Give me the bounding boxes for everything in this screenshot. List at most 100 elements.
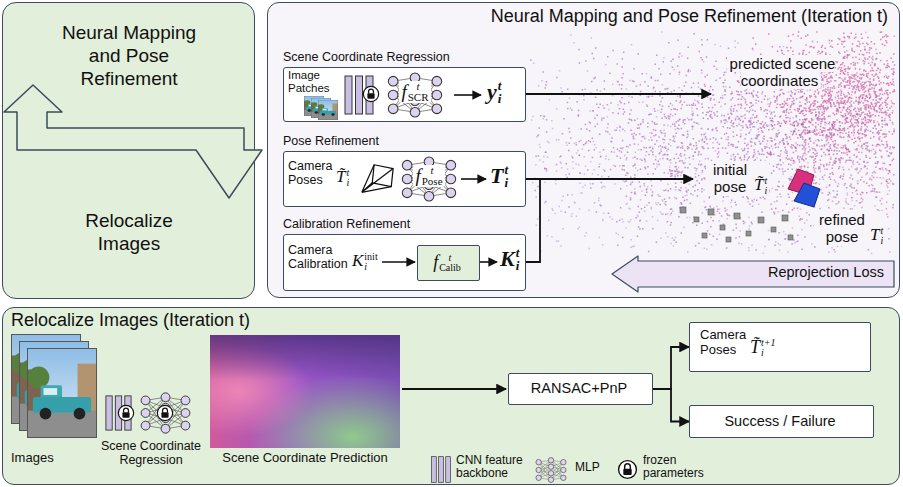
section-heading: Calibration Refinement — [283, 217, 410, 231]
math-subscript: i — [498, 92, 502, 105]
input-label: Image Patches — [288, 69, 330, 94]
math-indices: initi — [364, 252, 377, 272]
math-indices: t+1i — [761, 338, 776, 358]
connector — [653, 347, 689, 389]
caption-label-holder: Scene Coordinate Regression — [95, 439, 207, 468]
caption-label: Scene Coordinate Regression — [101, 439, 201, 467]
math-symbol: y — [487, 80, 497, 104]
math-superscript: t — [439, 253, 461, 263]
output-label: Success / Failure — [724, 413, 835, 429]
math-expression: T̃ti — [336, 168, 349, 188]
math-superscript: t+1 — [761, 338, 776, 348]
math-superscript: t — [498, 79, 502, 92]
math-expression: Tti — [490, 163, 508, 189]
math-subscript: Calib — [439, 263, 461, 273]
math-expression: ftPose — [413, 165, 444, 187]
section-heading-holder: Pose Refinement — [283, 134, 379, 148]
annotation: refined pose — [816, 211, 868, 246]
image-patch — [318, 100, 338, 120]
math-subscript: i — [764, 186, 767, 196]
math-superscript: t — [346, 168, 349, 178]
panel-heading: Neural Mapping and Pose Refinement — [62, 22, 196, 89]
math-expression: Tti — [870, 226, 883, 246]
camera-cubes — [680, 207, 793, 242]
panel-heading-holder: Neural Mapping and Pose Refinement — [54, 21, 204, 91]
panel-title: Relocalize Images (Iteration t) — [11, 310, 250, 330]
input-label: Camera Poses — [288, 159, 334, 188]
cnn-icon — [106, 396, 131, 430]
math-indices: ti — [880, 226, 883, 246]
connector — [653, 389, 689, 422]
math-expression: T̃ti — [754, 176, 767, 196]
math-indices: ti — [346, 168, 349, 188]
image-patch — [304, 96, 324, 116]
output-label: Camera Poses — [700, 328, 748, 358]
mlp-icon — [388, 73, 441, 117]
pose-arrow — [526, 178, 693, 180]
input-label-holder: Camera CalibrationKiniti — [288, 243, 378, 272]
point-cloud — [530, 33, 895, 252]
math-expression: Kiniti — [352, 252, 378, 272]
relocalization-panel: RANSAC+PnP Camera PosesT̃t+1iSuccess / Fa… — [2, 307, 900, 485]
pose-output-box: Camera PosesT̃t+1i — [689, 322, 871, 372]
point-cloud — [531, 31, 894, 254]
section-heading: Pose Refinement — [283, 134, 379, 148]
legend-cnn-icon — [432, 457, 451, 483]
math-symbol: K — [352, 252, 363, 271]
process-label: RANSAC+PnP — [531, 380, 627, 396]
cycle-arrow — [4, 85, 262, 198]
math-subscript: Pose — [422, 176, 443, 187]
arrow — [479, 261, 497, 263]
math-indices: ti — [764, 176, 767, 196]
math-subscript: i — [516, 259, 520, 272]
input-label-holder: Image Patches — [288, 69, 338, 94]
pose-refinement-box: Pose RefinementCamera PosesT̃tiftPoseTti — [283, 151, 526, 207]
input-image — [27, 348, 97, 438]
math-indices: ti — [498, 79, 502, 105]
legend-label-holder: CNN feature backbone — [456, 454, 528, 480]
panel-title-holder: Relocalize Images (Iteration t) — [11, 310, 250, 331]
annotation-holder: predicted scene coordinates — [716, 55, 846, 90]
input-label: Camera Calibration — [288, 243, 350, 272]
caption-label-holder: Scene Coordinate Prediction — [210, 451, 400, 466]
output-label-holder: Success / Failure — [690, 413, 870, 430]
math-subscript: i — [880, 236, 883, 246]
legend-lock-icon — [619, 461, 637, 479]
lock-icon — [363, 86, 378, 101]
input-image — [19, 341, 89, 431]
annotation: predicted scene coordinates — [727, 55, 836, 89]
arrow — [454, 94, 481, 96]
math-expression: Kti — [500, 246, 519, 272]
math-superscript: init — [364, 252, 377, 262]
section-heading: Scene Coordinate Regression — [283, 50, 450, 64]
legend-mlp-icon — [536, 458, 566, 483]
math-superscript: t — [408, 81, 429, 92]
output-symbol-holder: Tti — [490, 163, 508, 189]
reprojection-loss-arrow: Reprojection Loss — [611, 255, 896, 293]
refined-pose-camera — [794, 183, 820, 207]
math-symbol: T — [490, 164, 503, 188]
math-symbol: f — [401, 82, 406, 103]
function-symbol-holder: ftPose — [400, 165, 458, 187]
ransac-box: RANSAC+PnP — [508, 373, 653, 405]
math-subscript: i — [364, 262, 377, 272]
annotation: initial pose — [708, 161, 752, 196]
cnn-icon — [345, 76, 373, 114]
legend-label-holder: MLP — [575, 461, 600, 475]
initial-pose-camera — [788, 169, 814, 195]
left-arrow — [612, 256, 894, 292]
caption-label: Images — [11, 450, 54, 465]
math-symbol: f — [433, 253, 438, 273]
math-subscript: SCR — [408, 92, 429, 103]
arrow — [461, 178, 486, 180]
panel-heading: Relocalize Images — [85, 210, 173, 254]
mlp-icon — [402, 157, 455, 201]
panel-heading-holder: Relocalize Images — [74, 209, 184, 255]
math-indices: ti — [504, 163, 508, 189]
mapping-panel: Scene Coordinate RegressionImage Patches… — [267, 2, 900, 298]
legend-label: MLP — [575, 460, 600, 474]
legend-label-holder: frozen parameters — [643, 454, 713, 480]
math-subscript: i — [346, 178, 349, 188]
annotation-holder: initial poseT̃ti — [706, 161, 769, 196]
math-subscript: i — [761, 348, 776, 358]
